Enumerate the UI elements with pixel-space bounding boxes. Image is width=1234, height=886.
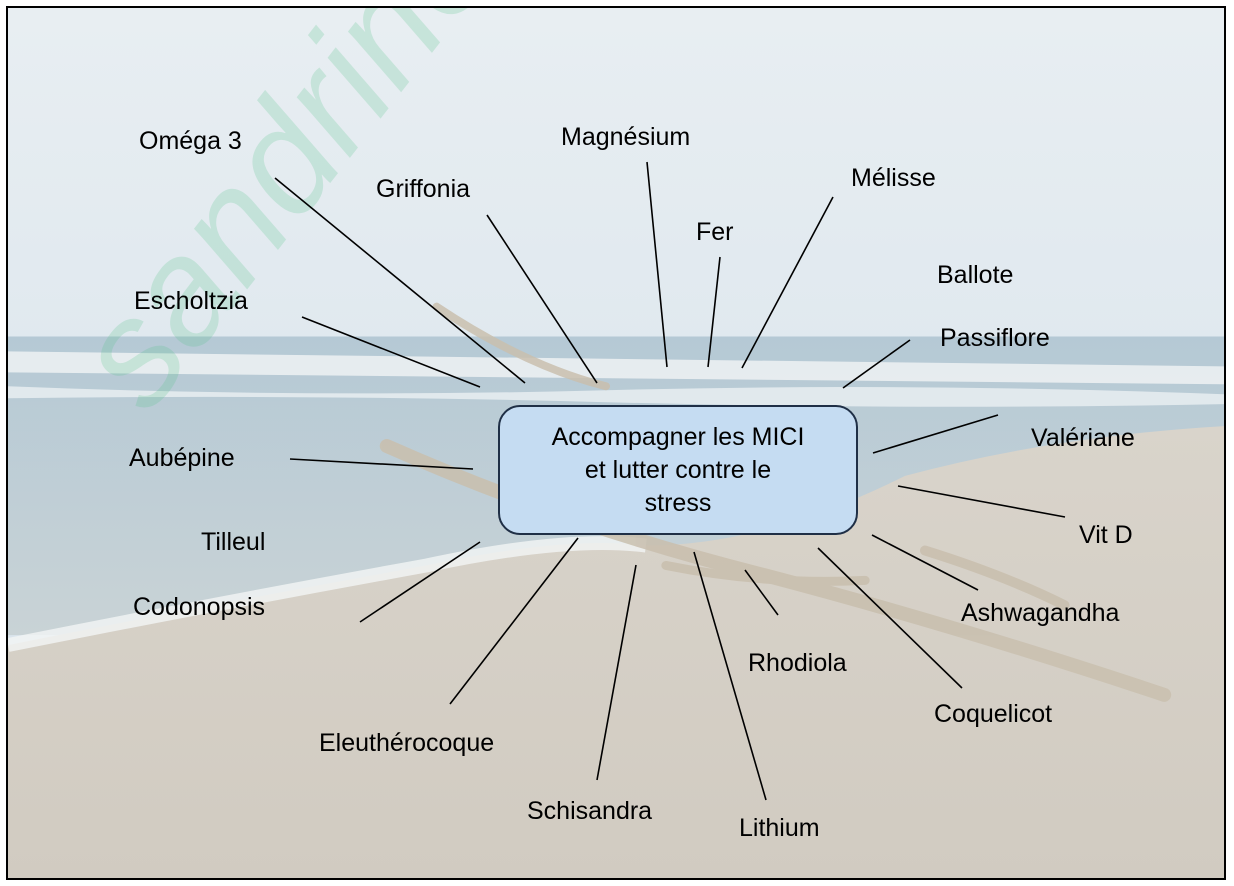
term-magnesium: Magnésium [561,125,690,150]
connector-griffonia [487,215,597,383]
term-vitd: Vit D [1079,523,1133,548]
term-tilleul: Tilleul [201,530,265,555]
connector-rhodiola [745,570,778,615]
connector-melisse [742,197,833,368]
connector-vitd [898,486,1065,517]
term-lithium: Lithium [739,816,820,841]
term-melisse: Mélisse [851,166,936,191]
center-topic-box: Accompagner les MICI et lutter contre le… [498,405,858,535]
connector-schisandra [597,565,636,780]
connector-passiflore [843,340,910,388]
term-aubepine: Aubépine [129,446,235,471]
term-valeriane: Valériane [1031,426,1135,451]
term-coquelicot: Coquelicot [934,702,1052,727]
term-fer: Fer [696,220,734,245]
term-omega3: Oméga 3 [139,129,242,154]
term-rhodiola: Rhodiola [748,651,847,676]
term-escholtzia: Escholtzia [134,289,248,314]
term-ballote: Ballote [937,263,1013,288]
term-ashwagandha: Ashwagandha [961,601,1119,626]
connector-eleutherocoque [450,538,578,704]
connector-aubepine [290,459,473,469]
connector-magnesium [647,162,667,367]
connector-omega3 [275,178,525,383]
connector-valeriane [873,415,998,453]
term-codonopsis: Codonopsis [133,595,265,620]
connector-escholtzia [302,317,480,387]
term-passiflore: Passiflore [940,326,1050,351]
term-schisandra: Schisandra [527,799,652,824]
term-eleutherocoque: Eleuthérocoque [319,731,494,756]
connector-ashwagandha [872,535,978,590]
term-griffonia: Griffonia [376,177,470,202]
center-topic-label: Accompagner les MICI et lutter contre le… [552,421,805,520]
connector-fer [708,257,720,367]
connector-codonopsis [360,542,480,622]
